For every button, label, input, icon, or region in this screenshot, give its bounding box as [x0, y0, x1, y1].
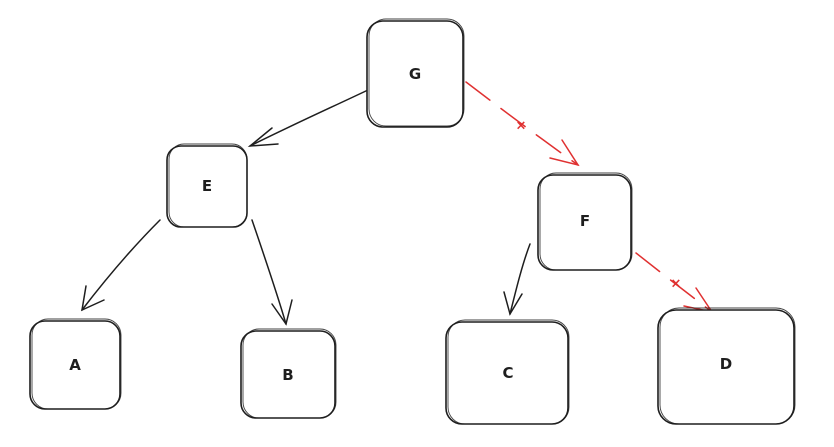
edge-g-to-e[interactable] [247, 89, 369, 147]
node-b-label: B [282, 366, 293, 384]
node-c[interactable]: C [445, 319, 570, 425]
node-e[interactable]: E [166, 143, 248, 228]
edge-f-to-c[interactable] [503, 243, 531, 316]
node-a-label: A [69, 356, 81, 374]
node-d-label: D [720, 355, 732, 373]
edge-g-to-f-cut-mark: × [516, 119, 527, 134]
node-g-label: G [409, 65, 421, 83]
node-b[interactable]: B [240, 328, 337, 419]
node-d[interactable]: D [657, 307, 796, 425]
node-f[interactable]: F [537, 172, 633, 271]
node-f-label: F [580, 212, 590, 230]
edge-e-to-b[interactable] [251, 219, 293, 326]
edge-f-to-d[interactable]: × [635, 252, 714, 314]
edge-g-to-f[interactable]: × [465, 81, 580, 167]
node-e-label: E [202, 177, 212, 195]
node-g[interactable]: G [366, 18, 465, 128]
node-c-label: C [502, 364, 513, 382]
edge-e-to-a[interactable] [81, 219, 161, 312]
node-a[interactable]: A [29, 318, 122, 410]
edge-f-to-d-cut-mark: × [671, 277, 682, 292]
nodes-layer: G E F A B [29, 18, 796, 425]
